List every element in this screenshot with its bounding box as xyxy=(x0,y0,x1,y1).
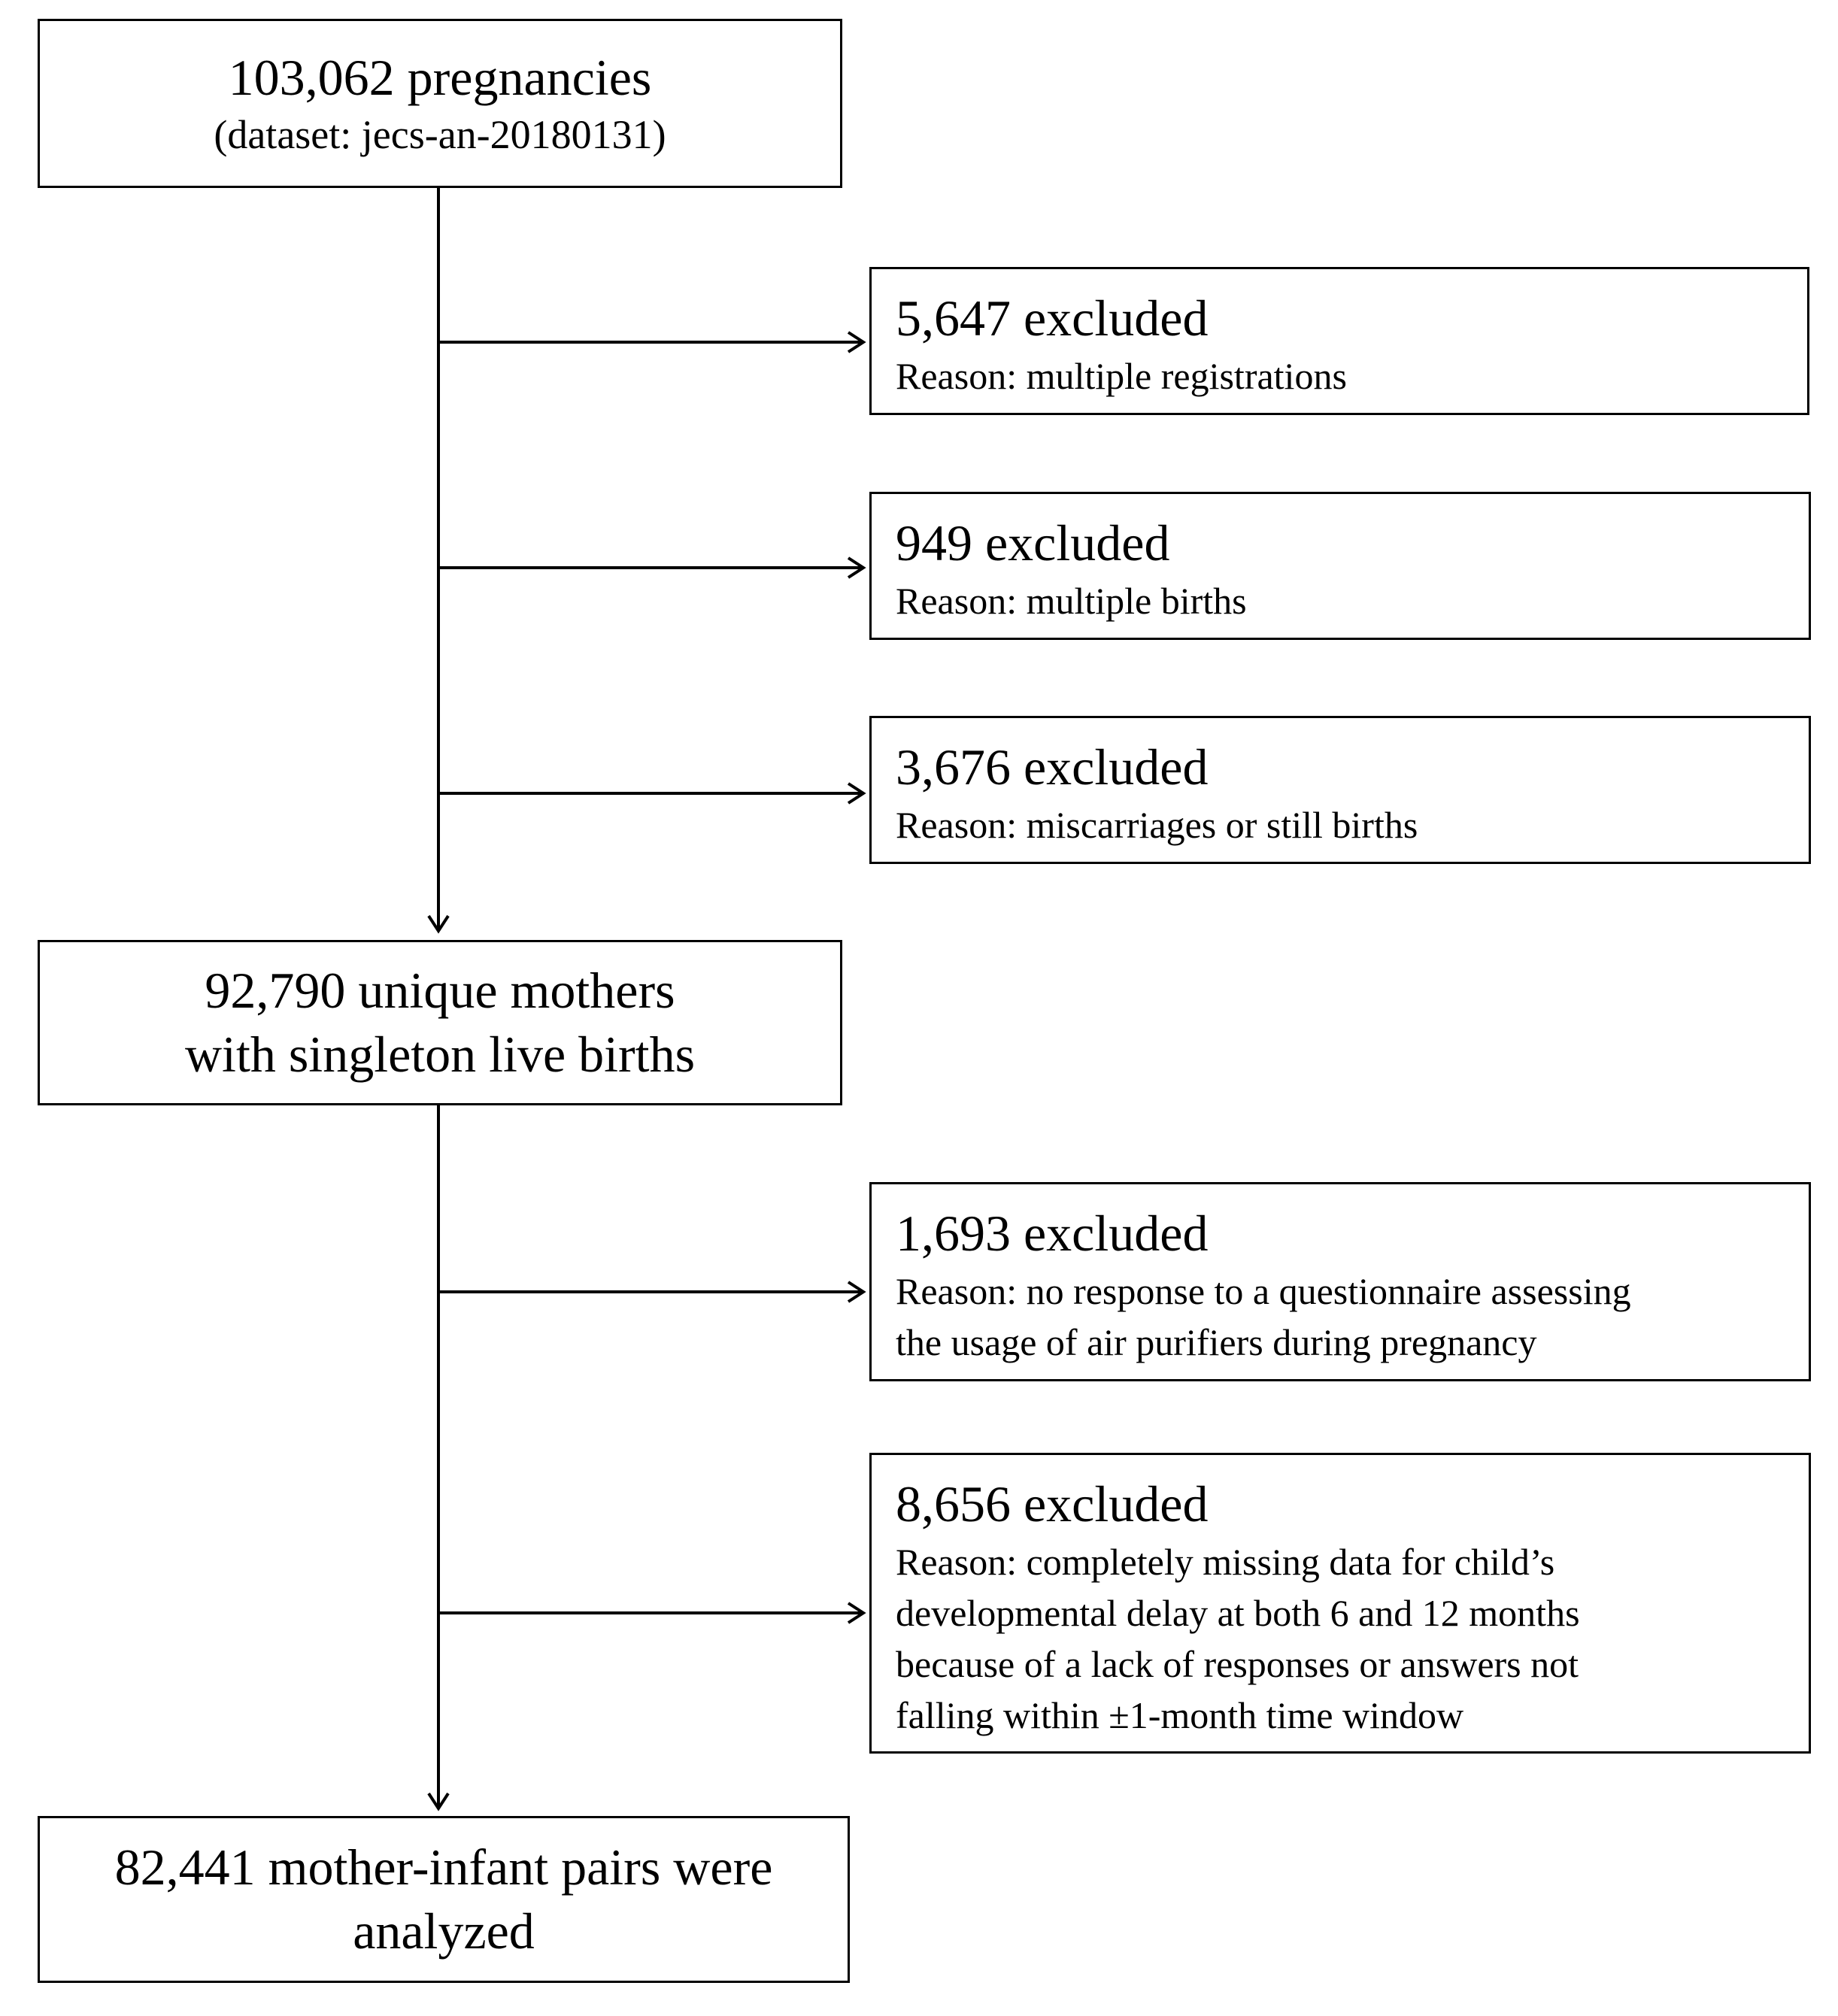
exclusion-reason-line-1: Reason: completely missing data for chil… xyxy=(896,1541,1555,1583)
exclusion-box-2: 949 excluded Reason: multiple births xyxy=(869,492,1811,640)
exclusion-reason: Reason: multiple registrations xyxy=(896,355,1347,397)
exclusion-box-5: 8,656 excluded Reason: completely missin… xyxy=(869,1453,1811,1754)
exclusion-reason: Reason: miscarriages or still births xyxy=(896,804,1418,846)
exclusion-box-3: 3,676 excluded Reason: miscarriages or s… xyxy=(869,716,1811,864)
start-title: 103,062 pregnancies xyxy=(228,49,652,107)
exclusion-box-1: 5,647 excluded Reason: multiple registra… xyxy=(869,267,1809,415)
final-analysis-box: 82,441 mother-infant pairs were analyzed xyxy=(38,1816,850,1983)
exclusion-box-4: 1,693 excluded Reason: no response to a … xyxy=(869,1182,1811,1381)
exclusion-count: 1,693 excluded xyxy=(896,1205,1209,1262)
final-line-1: 82,441 mother-infant pairs were xyxy=(114,1839,773,1896)
eligible-line-2: with singleton live births xyxy=(184,1026,696,1083)
eligible-mothers-box: 92,790 unique mothers with singleton liv… xyxy=(38,940,842,1105)
exclusion-count: 949 excluded xyxy=(896,514,1170,571)
exclusion-count: 3,676 excluded xyxy=(896,738,1209,796)
exclusion-reason-line-3: because of a lack of responses or answer… xyxy=(896,1643,1579,1685)
start-subtitle: (dataset: jecs-an-20180131) xyxy=(214,112,666,158)
start-box: 103,062 pregnancies (dataset: jecs-an-20… xyxy=(38,19,842,188)
exclusion-reason-line-4: falling within ±1-month time window xyxy=(896,1694,1464,1736)
exclusion-reason-line-2: developmental delay at both 6 and 12 mon… xyxy=(896,1592,1580,1634)
exclusion-reason-line-1: Reason: no response to a questionnaire a… xyxy=(896,1270,1631,1312)
exclusion-reason: Reason: multiple births xyxy=(896,580,1247,622)
final-line-2: analyzed xyxy=(353,1902,535,1960)
eligible-line-1: 92,790 unique mothers xyxy=(205,962,675,1019)
exclusion-count: 8,656 excluded xyxy=(896,1475,1209,1532)
exclusion-reason-line-2: the usage of air purifiers during pregna… xyxy=(896,1321,1537,1363)
exclusion-count: 5,647 excluded xyxy=(896,290,1209,347)
